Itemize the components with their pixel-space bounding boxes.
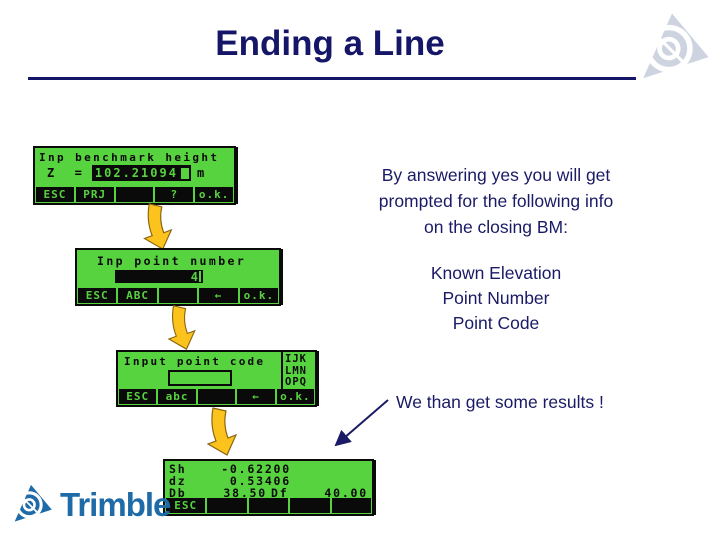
softkey-backspace: ← — [235, 389, 274, 404]
lcd-title: Inp point number — [97, 254, 247, 268]
pointer-arrow-icon — [326, 394, 396, 459]
result-value: -0.62200 — [221, 462, 291, 476]
value-field: 4 — [115, 269, 203, 284]
cursor-line — [199, 271, 201, 282]
softkey-blank — [156, 288, 197, 303]
down-arrow-icon — [136, 201, 176, 256]
softkey-help: ? — [153, 187, 193, 202]
title-underline — [28, 77, 636, 80]
softkey-esc: ESC — [85, 289, 109, 302]
lcd-title: Inp benchmark height — [39, 151, 220, 164]
trimble-wordmark: Trimble — [60, 486, 171, 523]
point-number-value: 4 — [190, 269, 198, 284]
softkey-abc: ABC — [116, 288, 156, 303]
lcd-value-row: Z = 102.21094 m — [35, 165, 234, 181]
result-row: dz 0.53406 — [165, 475, 372, 487]
lcd-screen-benchmark-height: Inp benchmark height Z = 102.21094 m ESC… — [33, 146, 236, 205]
code-option: OPQ — [285, 376, 307, 388]
softkey-esc: ESC — [126, 390, 150, 403]
code-options: IJK LMN OPQ — [281, 352, 315, 389]
prompt-line: By answering yes you will get — [381, 165, 611, 185]
softkey-bar: ESC PRJ ? o.k. — [36, 187, 233, 202]
value-field: 102.21094 — [91, 165, 191, 181]
softkey-abc-lower: abc — [156, 389, 195, 404]
code-option: LMN — [285, 364, 307, 377]
lcd-screen-point-number: Inp point number 4 ESC ABC ← o.k. — [75, 248, 281, 306]
softkey-ok: o.k. — [193, 187, 233, 202]
softkey-blank — [195, 389, 235, 404]
softkey-blank — [329, 498, 371, 513]
softkey-blank — [246, 498, 288, 513]
result-row: Sh -0.62200 — [165, 463, 372, 475]
softkey-bar: ESC — [166, 498, 371, 513]
code-input-box — [167, 370, 232, 386]
code-option: IJK — [285, 353, 307, 365]
result-value: 0.53406 — [229, 474, 291, 489]
softkey-bar: ESC abc ← o.k. — [119, 389, 314, 404]
down-arrow-icon — [160, 303, 200, 356]
softkey-esc: ESC — [174, 499, 198, 512]
result-row: Db 38.50 Df 40.00 — [165, 487, 372, 498]
trimble-symbol-icon — [633, 12, 711, 91]
info-list: Known Elevation Point Number Point Code — [340, 261, 652, 336]
z-value: 102.21094 — [94, 166, 178, 180]
result-label: dz — [169, 474, 187, 489]
trimble-logo: Trimble — [8, 484, 171, 526]
trimble-symbol-icon — [14, 484, 52, 522]
softkey-blank — [288, 498, 329, 513]
z-label: Z = — [47, 166, 84, 180]
cursor-block — [179, 166, 190, 180]
unit-label: m — [196, 166, 207, 180]
info-item: Point Code — [452, 313, 540, 333]
softkey-ok: o.k. — [237, 288, 278, 303]
info-item: Known Elevation — [430, 263, 562, 283]
prompt-text: By answering yes you will get prompted f… — [340, 162, 652, 240]
softkey-blank — [205, 498, 246, 513]
softkey-bar: ESC ABC ← o.k. — [78, 288, 278, 303]
info-item: Point Number — [442, 288, 550, 308]
softkey-esc: ESC — [43, 188, 67, 201]
down-arrow-icon — [199, 405, 241, 462]
result-value: 38.50 — [223, 486, 267, 498]
result-value: 40.00 — [324, 486, 368, 498]
results-note: We than get some results ! — [396, 392, 604, 412]
prompt-line: prompted for the following info — [378, 191, 614, 211]
result-label: Df — [271, 486, 289, 498]
softkey-blank — [113, 187, 154, 202]
softkey-prj: PRJ — [73, 187, 114, 202]
lcd-title: Input point code — [124, 355, 266, 368]
softkey-ok: o.k. — [274, 389, 314, 404]
lcd-screen-point-code: Input point code IJK LMN OPQ ESC abc ← o… — [116, 350, 317, 407]
lcd-screen-results: Sh -0.62200 dz 0.53406 Db 38.50 Df 40.00… — [163, 459, 374, 516]
softkey-backspace: ← — [197, 288, 237, 303]
page-title: Ending a Line — [215, 24, 445, 63]
prompt-line: on the closing BM: — [424, 217, 568, 237]
result-label: Db — [169, 486, 187, 498]
result-label: Sh — [169, 462, 187, 476]
